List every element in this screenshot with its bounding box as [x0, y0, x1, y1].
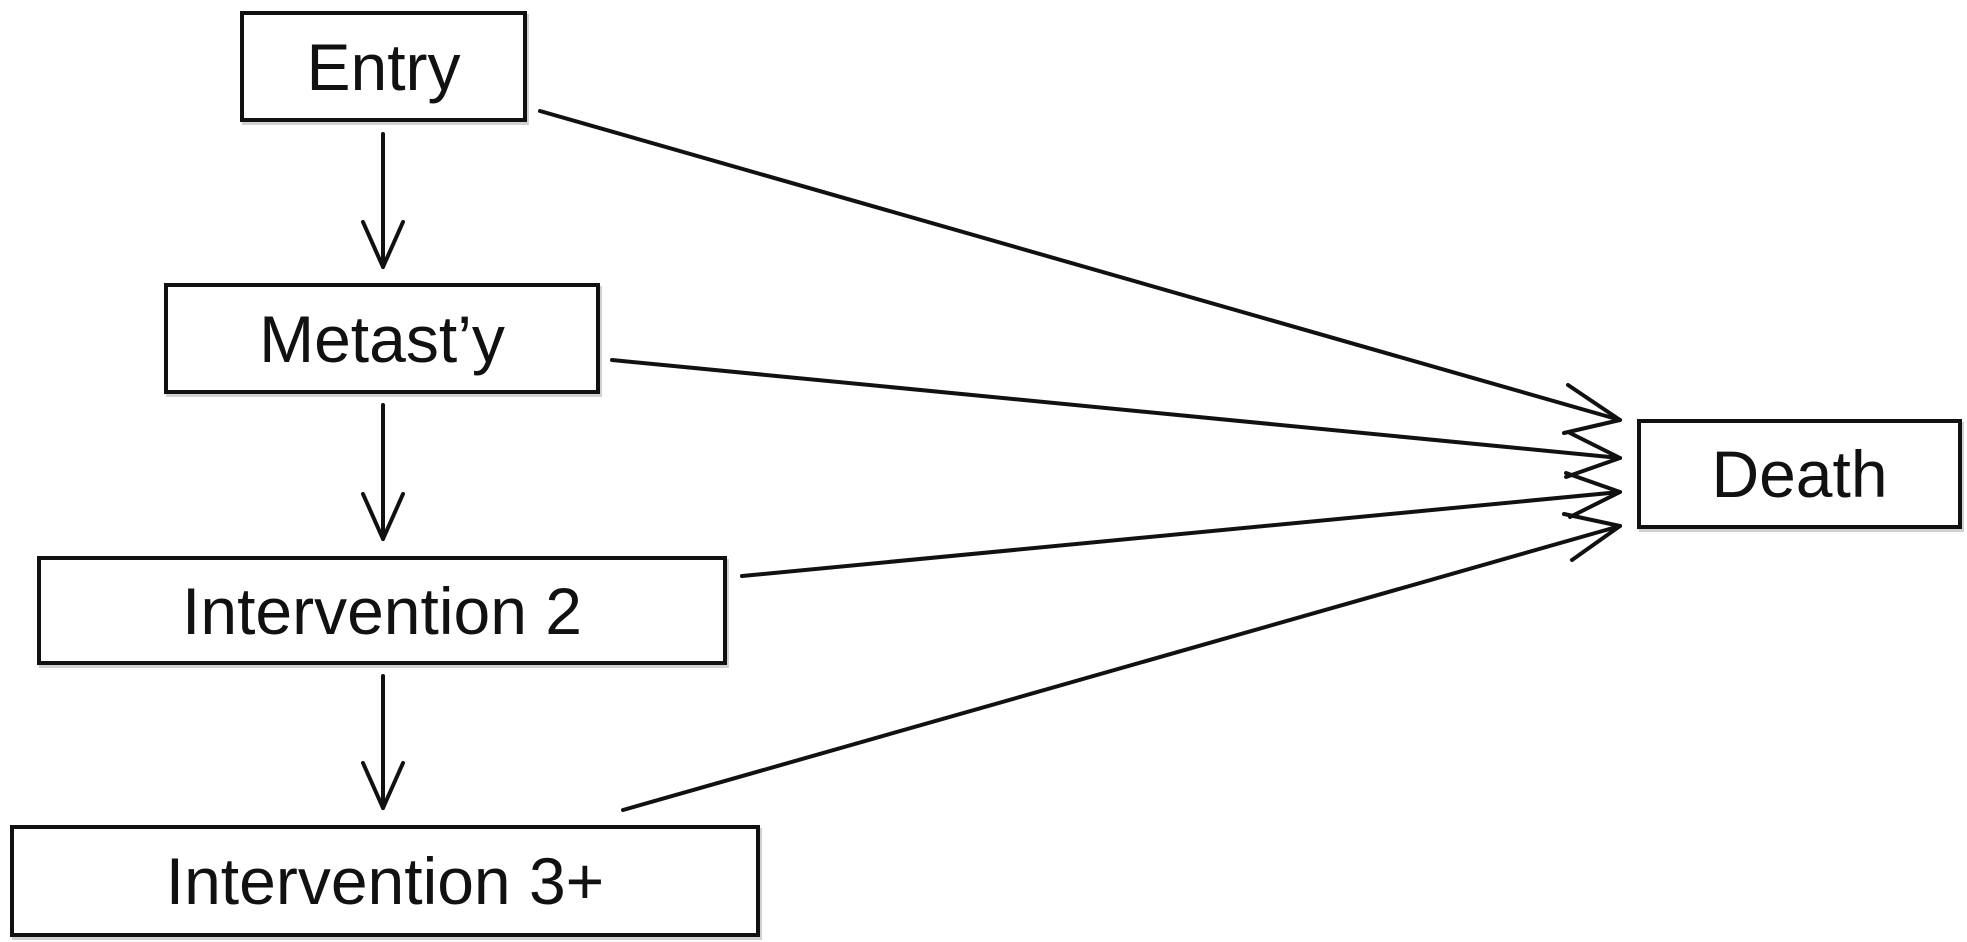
node-intervention-3plus-label: Intervention 3+	[165, 844, 605, 918]
edge-entry-to-death	[538, 109, 1622, 435]
node-entry-label: Entry	[306, 29, 461, 104]
edge-intervention-2-to-intervention-3plus	[361, 674, 405, 810]
node-intervention-2-label: Intervention 2	[182, 573, 582, 648]
edge-metastasectomy-to-intervention-2	[361, 403, 405, 541]
node-death: Death	[1637, 419, 1962, 529]
node-metastasectomy: Metast’y	[164, 283, 600, 394]
edge-metastasectomy-to-death	[610, 358, 1622, 479]
edge-entry-to-metastasectomy	[361, 132, 405, 269]
node-intervention-3plus: Intervention 3+	[10, 825, 760, 937]
edge-intervention-2-to-death	[740, 471, 1622, 578]
node-entry: Entry	[240, 11, 527, 122]
node-intervention-2: Intervention 2	[37, 556, 727, 665]
node-metastasectomy-label: Metast’y	[259, 301, 505, 376]
edge-intervention-3plus-to-death	[621, 512, 1622, 812]
node-death-label: Death	[1711, 437, 1888, 511]
